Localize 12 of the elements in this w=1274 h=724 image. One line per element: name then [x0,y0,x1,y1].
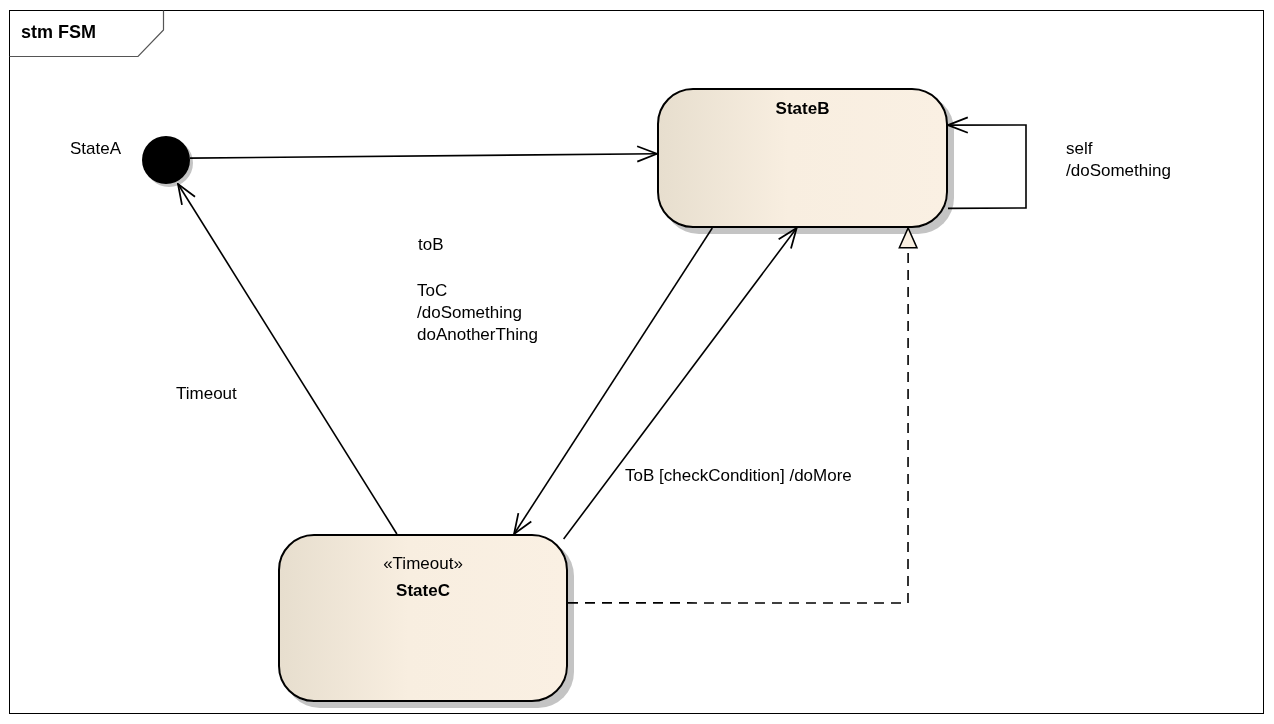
dashed-arrow [567,227,918,604]
transition-arrow [513,227,714,535]
transition-arrow [177,183,398,535]
stereotype-label: «Timeout» [382,553,464,575]
initial-state-dot [142,136,190,184]
state-label: StateA [69,138,121,160]
state-name: StateB [774,98,831,120]
state-name: StateC [395,580,451,602]
transition-arrow [562,227,798,540]
self-transition-arrow [947,116,1027,210]
transition-arrow [189,145,658,163]
diagram-title: stm FSM [21,21,96,43]
